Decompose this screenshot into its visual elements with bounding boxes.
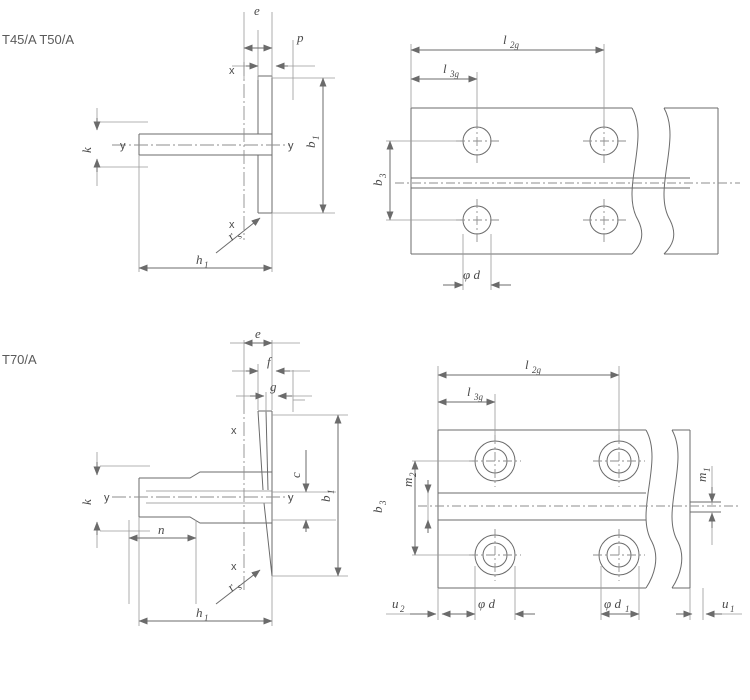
projection-lines-top-left (100, 12, 335, 272)
dim-label-b3-top: b 3 (370, 173, 388, 186)
svg-text:m: m (400, 478, 415, 487)
axis-label-x-bottom-lower: x (231, 561, 237, 573)
svg-text:u: u (722, 596, 729, 611)
tee-section-profile-bottom (138, 410, 273, 577)
svg-text:h: h (196, 252, 203, 267)
dim-label-l3g-bottom: l 3g (467, 384, 484, 402)
svg-text:l: l (467, 384, 471, 399)
dim-label-b1-bottom: b 1 (318, 490, 336, 503)
dim-label-phid-top: φ d (463, 267, 480, 282)
dim-label-l2g-bottom: l 2g (525, 357, 542, 375)
axis-label-x-top-lower: x (229, 219, 235, 231)
dim-label-n-bottom: n (158, 522, 165, 537)
svg-text:3: 3 (378, 500, 388, 506)
svg-text:1: 1 (625, 604, 630, 614)
centerlines-top-left (112, 62, 290, 240)
svg-text:l: l (443, 61, 447, 76)
svg-text:3: 3 (378, 173, 388, 179)
rail-plan-bottom (437, 429, 721, 589)
radius-leader-bottom (215, 569, 261, 605)
svg-text:2: 2 (408, 472, 418, 477)
dim-label-c-bottom: c (288, 472, 303, 478)
dim-label-b3-bottom: b 3 (370, 500, 388, 513)
svg-text:b: b (303, 141, 318, 148)
axis-label-y-top-right: y (288, 140, 294, 152)
svg-text:1: 1 (204, 613, 209, 623)
dim-label-u2-bottom: u 2 (392, 596, 405, 614)
part-label-top: T45/A T50/A (2, 32, 74, 47)
dim-label-f-bottom: f (267, 354, 273, 369)
projection-lines-top-right (386, 44, 605, 290)
svg-text:2g: 2g (532, 365, 542, 375)
dim-label-k-bottom: k (79, 499, 94, 505)
svg-text:1: 1 (311, 136, 321, 141)
svg-text:l: l (503, 32, 507, 47)
axis-label-x-bottom-upper: x (231, 425, 237, 437)
axis-label-y-top-left: y (120, 140, 126, 152)
svg-text:1: 1 (326, 490, 336, 495)
dim-label-u1-bottom: u 1 (722, 596, 735, 614)
hole-centerlines-bottom (418, 435, 740, 581)
svg-text:b: b (370, 506, 385, 513)
dim-label-l2g-top: l 2g (503, 32, 520, 50)
dim-label-g-bottom: g (270, 379, 277, 394)
dim-label-phid-bottom: φ d (478, 596, 495, 611)
svg-text:3g: 3g (449, 69, 460, 79)
tee-section-profile-top (138, 75, 273, 214)
dim-label-l3g-top: l 3g (443, 61, 460, 79)
axis-label-x-top-upper: x (229, 65, 235, 77)
rail-plan-top (410, 107, 719, 255)
hole-centerlines-top (395, 120, 740, 242)
svg-text:1: 1 (204, 260, 209, 270)
svg-text:φ d: φ d (604, 596, 621, 611)
axis-label-y-bottom-left: y (104, 492, 110, 504)
svg-text:2g: 2g (510, 40, 520, 50)
svg-text:1: 1 (730, 604, 735, 614)
dim-label-phid1-bottom: φ d 1 (604, 596, 630, 614)
part-label-bottom: T70/A (2, 352, 37, 367)
radius-label-bottom: r s (224, 579, 245, 594)
svg-text:m: m (694, 473, 709, 482)
svg-text:b: b (318, 495, 333, 502)
dim-label-h1-bottom: h 1 (196, 605, 209, 623)
axis-label-y-bottom-right: y (288, 492, 294, 504)
dim-label-m2-bottom: m 2 (400, 472, 418, 487)
dim-label-e-top: e (254, 3, 260, 18)
svg-text:b: b (370, 179, 385, 186)
svg-text:1: 1 (702, 468, 712, 473)
dim-label-p-top: p (296, 30, 304, 45)
svg-text:s: s (235, 231, 245, 241)
svg-text:h: h (196, 605, 203, 620)
svg-text:u: u (392, 596, 399, 611)
dim-label-m1-bottom: m 1 (694, 468, 712, 483)
svg-text:s: s (235, 582, 245, 592)
dim-label-e-bottom: e (255, 326, 261, 341)
svg-text:2: 2 (400, 604, 405, 614)
dim-label-k-top: k (79, 147, 94, 153)
dim-label-b1-top: b 1 (303, 136, 321, 149)
radius-leader-top (215, 217, 261, 254)
svg-text:l: l (525, 357, 529, 372)
dim-label-h1-top: h 1 (196, 252, 209, 270)
centerlines-bottom-left (112, 400, 290, 592)
svg-text:3g: 3g (473, 392, 484, 402)
